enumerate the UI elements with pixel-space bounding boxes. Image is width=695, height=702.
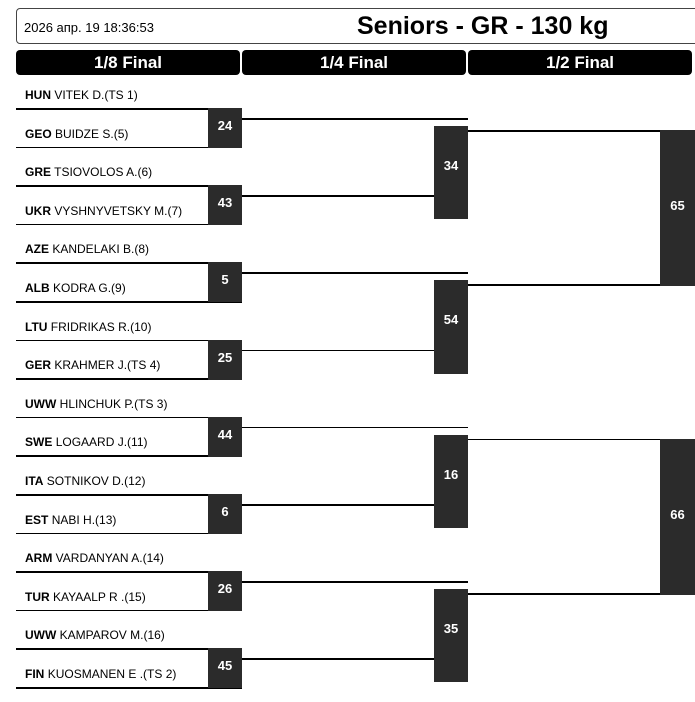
bracket-line (242, 658, 468, 660)
athlete-label: LOGAARD J.(11) (55, 435, 148, 450)
athlete-name: LTU FRIDRIKAS R.(10) (25, 320, 151, 334)
athlete-name: GER KRAHMER J.(TS 4) (25, 358, 160, 372)
athlete-line (16, 262, 242, 264)
athlete-country: EST (25, 512, 49, 527)
bout-number: 5 (208, 262, 242, 303)
athlete-line (16, 378, 242, 380)
athlete-line (16, 146, 242, 149)
bracket-line (468, 593, 695, 595)
athlete-label: KAYAALP R .(15) (53, 589, 146, 604)
athlete-country: GRE (25, 165, 52, 180)
bout-number: 54 (434, 280, 468, 374)
athlete-label: KODRA G.(9) (53, 281, 126, 295)
bout-number: 35 (434, 589, 468, 683)
athlete-country: UWW (25, 628, 57, 643)
athlete-country: UWW (25, 396, 57, 411)
bout-number: 44 (208, 416, 242, 457)
bracket-line (242, 426, 468, 429)
bracket-line (242, 504, 468, 506)
bracket-line (468, 438, 695, 441)
bout-number: 45 (208, 648, 242, 689)
athlete-name: ALB KODRA G.(9) (25, 281, 126, 295)
athlete-line (16, 455, 242, 457)
athlete-line (16, 687, 242, 689)
bracket-line (242, 349, 468, 352)
athlete-line (16, 108, 242, 110)
round-header-1-4: 1/4 Final (242, 50, 466, 75)
athlete-label: KRAHMER J.(TS 4) (54, 358, 161, 373)
header-bar: 2026 апр. 19 18:36:53 Seniors - GR - 130… (16, 8, 695, 44)
athlete-label: FRIDRIKAS R.(10) (50, 319, 152, 334)
athlete-name: HUN VITEK D.(TS 1) (25, 88, 138, 102)
round-header-1-2: 1/2 Final (468, 50, 692, 75)
athlete-name: SWE LOGAARD J.(11) (25, 435, 148, 449)
athlete-country: FIN (25, 667, 45, 681)
athlete-name: GEO BUIDZE S.(5) (25, 127, 128, 141)
athlete-country: GEO (25, 126, 52, 141)
athlete-line (16, 339, 242, 342)
bracket-line (468, 284, 695, 286)
athlete-line (16, 648, 242, 650)
athlete-country: ALB (25, 281, 50, 295)
bout-number: 34 (434, 126, 468, 220)
bracket-line (242, 272, 468, 274)
athlete-name: ITA SOTNIKOV D.(12) (25, 474, 145, 488)
athlete-name: UWW KAMPAROV M.(16) (25, 628, 165, 642)
athlete-country: AZE (25, 242, 49, 257)
bout-number: 25 (208, 339, 242, 380)
athlete-label: NABI H.(13) (51, 512, 117, 527)
bout-number: 16 (434, 434, 468, 528)
athlete-line (16, 416, 242, 419)
bout-number: 43 (208, 185, 242, 226)
athlete-name: EST NABI H.(13) (25, 513, 116, 527)
athlete-country: LTU (25, 319, 48, 334)
athlete-label: VYSHNYVETSKY M.(7) (54, 203, 183, 218)
bout-number: 66 (660, 438, 695, 595)
bout-number: 65 (660, 130, 695, 286)
athlete-name: ARM VARDANYAN A.(14) (25, 551, 164, 565)
athlete-country: ITA (25, 474, 44, 488)
athlete-label: VITEK D.(TS 1) (54, 88, 138, 102)
athlete-name: UWW HLINCHUK P.(TS 3) (25, 397, 167, 411)
athlete-label: HLINCHUK P.(TS 3) (59, 396, 168, 411)
athlete-country: UKR (25, 203, 51, 218)
athlete-name: AZE KANDELAKI B.(8) (25, 242, 149, 256)
athlete-line (16, 185, 242, 187)
bout-number: 24 (208, 108, 242, 149)
athlete-name: FIN KUOSMANEN E .(TS 2) (25, 667, 176, 681)
bout-number: 6 (208, 494, 242, 535)
bout-number: 26 (208, 571, 242, 612)
athlete-label: TSIOVOLOS A.(6) (54, 165, 153, 180)
athlete-label: VARDANYAN A.(14) (55, 551, 164, 566)
page-title: Seniors - GR - 130 kg (357, 12, 609, 40)
athlete-country: HUN (25, 88, 51, 102)
athlete-label: BUIDZE S.(5) (55, 126, 129, 141)
bracket-line (468, 130, 695, 132)
athlete-line (16, 494, 242, 496)
athlete-name: GRE TSIOVOLOS A.(6) (25, 165, 152, 179)
bracket-line (242, 195, 468, 197)
athlete-name: UKR VYSHNYVETSKY M.(7) (25, 204, 182, 218)
athlete-country: ARM (25, 551, 53, 566)
athlete-country: SWE (25, 435, 53, 450)
bracket-line (242, 118, 468, 120)
athlete-country: TUR (25, 589, 50, 604)
header-datetime: 2026 апр. 19 18:36:53 (24, 20, 154, 35)
athlete-country: GER (25, 358, 52, 373)
athlete-line (16, 571, 242, 573)
athlete-line (16, 301, 242, 303)
bracket-line (242, 581, 468, 583)
athlete-label: KANDELAKI B.(8) (52, 242, 150, 257)
athlete-name: TUR KAYAALP R .(15) (25, 590, 146, 604)
athlete-label: KAMPAROV M.(16) (59, 628, 165, 643)
round-header-1-8: 1/8 Final (16, 50, 240, 75)
athlete-line (16, 532, 242, 535)
athlete-line (16, 609, 242, 612)
athlete-line (16, 223, 242, 226)
athlete-label: KUOSMANEN E .(TS 2) (47, 667, 177, 681)
athlete-label: SOTNIKOV D.(12) (46, 474, 146, 488)
